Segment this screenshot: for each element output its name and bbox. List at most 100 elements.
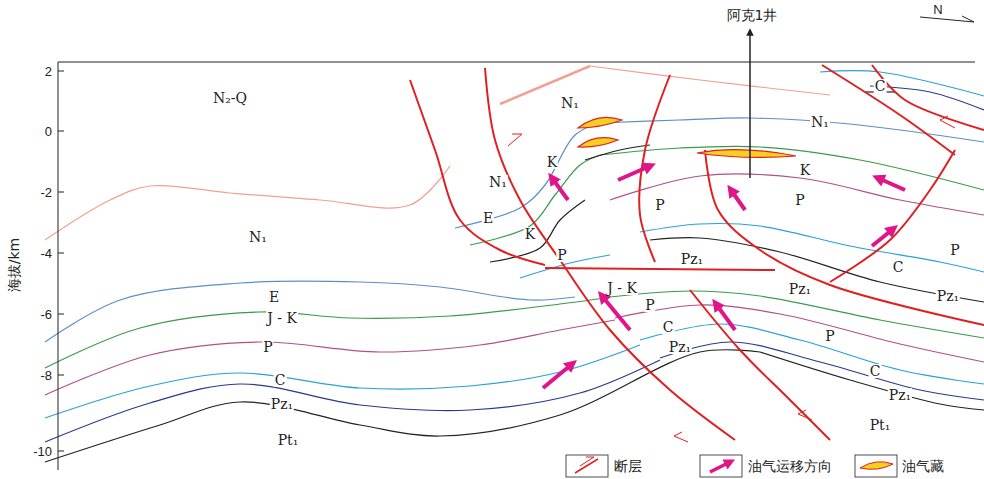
strata-label: P: [949, 243, 960, 257]
fault-line: [485, 68, 735, 440]
axis-tick: -10: [33, 445, 52, 458]
strata-label: N₂-Q: [212, 91, 248, 105]
axis-tick: -8: [40, 369, 52, 382]
oil-gas-pool: [578, 117, 622, 128]
axis-tick-mark: [58, 375, 64, 376]
migration-arrow: [878, 178, 905, 190]
north-arrow: [920, 16, 974, 22]
fault-line: [410, 80, 545, 265]
well-name: 阿克1井: [727, 8, 778, 22]
strata-label: K: [546, 155, 558, 169]
fault-line: [690, 290, 830, 440]
fault-slip-arrow: [674, 432, 688, 442]
legend-pool-symbol: [860, 462, 893, 470]
stratum-boundary: [640, 223, 984, 272]
strata-label: C: [874, 79, 887, 93]
stratum-boundary: [640, 324, 984, 384]
strata-label: P: [824, 329, 835, 343]
migration-arrow: [552, 178, 568, 200]
fault-line: [705, 150, 984, 325]
strata-label: E: [482, 211, 494, 225]
stratum-boundary: [585, 145, 650, 160]
legend-frame: [855, 455, 897, 477]
stratum-boundary: [590, 66, 830, 95]
top-line: [58, 62, 975, 63]
fault-slip-arrow: [798, 410, 812, 420]
strata-label: C: [869, 364, 882, 378]
strata-label: Pz₁: [888, 388, 912, 402]
migration-arrow: [731, 190, 745, 210]
migration-arrow: [872, 229, 893, 246]
strata-label: J - K: [606, 281, 638, 295]
strata-label: P: [556, 248, 567, 262]
legend-frame: [700, 455, 742, 477]
axis-tick-mark: [58, 192, 64, 193]
axis-tick-mark: [58, 131, 64, 132]
fault-slip-arrow: [508, 134, 522, 146]
strata-label: Pz₁: [680, 252, 704, 266]
fault-line: [822, 65, 955, 155]
axis-tick-mark: [58, 253, 64, 254]
strata-label: K: [524, 227, 536, 241]
stratum-boundary: [600, 291, 984, 338]
strata-label: C: [892, 260, 905, 274]
axis-tick-mark: [58, 71, 64, 72]
strata-label: N₁: [248, 230, 268, 244]
stratum-boundary: [45, 360, 660, 442]
migration-arrow: [602, 296, 630, 330]
fault-line: [830, 150, 955, 282]
well-line: [749, 32, 751, 178]
legend-arrow-symbol: [710, 462, 730, 472]
axis-tick: -2: [40, 186, 52, 199]
strata-label: N₁: [488, 175, 508, 189]
legend-item: 油气藏: [902, 459, 944, 473]
strata-label: P: [644, 298, 655, 312]
legend-item: 断层: [614, 459, 642, 473]
legend-frame: [566, 455, 608, 477]
migration-arrow: [716, 304, 735, 330]
stratum-boundary: [615, 305, 984, 362]
strata-label: C: [274, 373, 287, 387]
strata-label: N₁: [560, 96, 580, 110]
axis-title: 海拔/km: [7, 238, 21, 292]
axis-tick: 2: [45, 65, 52, 78]
strata-label: Pz₁: [936, 289, 960, 303]
legend-item: 油气运移方向: [748, 459, 832, 473]
fault-slip-arrow: [940, 116, 955, 128]
stratum-boundary: [45, 298, 605, 368]
strata-label: E: [268, 290, 280, 304]
oil-gas-pool: [578, 138, 618, 147]
strata-label: P: [654, 198, 665, 212]
north-label: N: [933, 3, 942, 16]
strata-label: K: [799, 163, 811, 177]
stratum-boundary: [760, 352, 984, 410]
strata-label: P: [794, 193, 805, 207]
migration-arrow: [543, 364, 572, 388]
stratum-boundary: [45, 320, 615, 395]
strata-label: Pt₁: [277, 433, 300, 447]
oil-gas-pool: [697, 150, 796, 158]
strata-label: C: [662, 320, 675, 334]
axis-tick-mark: [58, 451, 64, 452]
strata-label: P: [262, 340, 273, 354]
y-axis: [58, 62, 59, 470]
legend-fault-symbol: [575, 459, 598, 473]
stratum-boundary: [470, 155, 600, 245]
stratum-boundary: [45, 350, 760, 462]
axis-tick: 0: [45, 125, 52, 138]
axis-tick-mark: [58, 314, 64, 315]
axis-tick: -6: [40, 308, 52, 321]
stratum-boundary: [600, 118, 984, 142]
legend-fault-symbol: [580, 457, 594, 466]
fault-line: [545, 268, 775, 270]
migration-arrow: [618, 166, 650, 180]
stratum-boundary: [820, 71, 984, 96]
strata-label: Pt₁: [869, 418, 892, 432]
strata-label: Pz₁: [788, 282, 812, 296]
fault-line: [872, 65, 984, 130]
stratum-boundary: [45, 345, 640, 418]
strata-label: Pz₁: [668, 340, 692, 354]
strata-label: J - K: [266, 311, 298, 325]
